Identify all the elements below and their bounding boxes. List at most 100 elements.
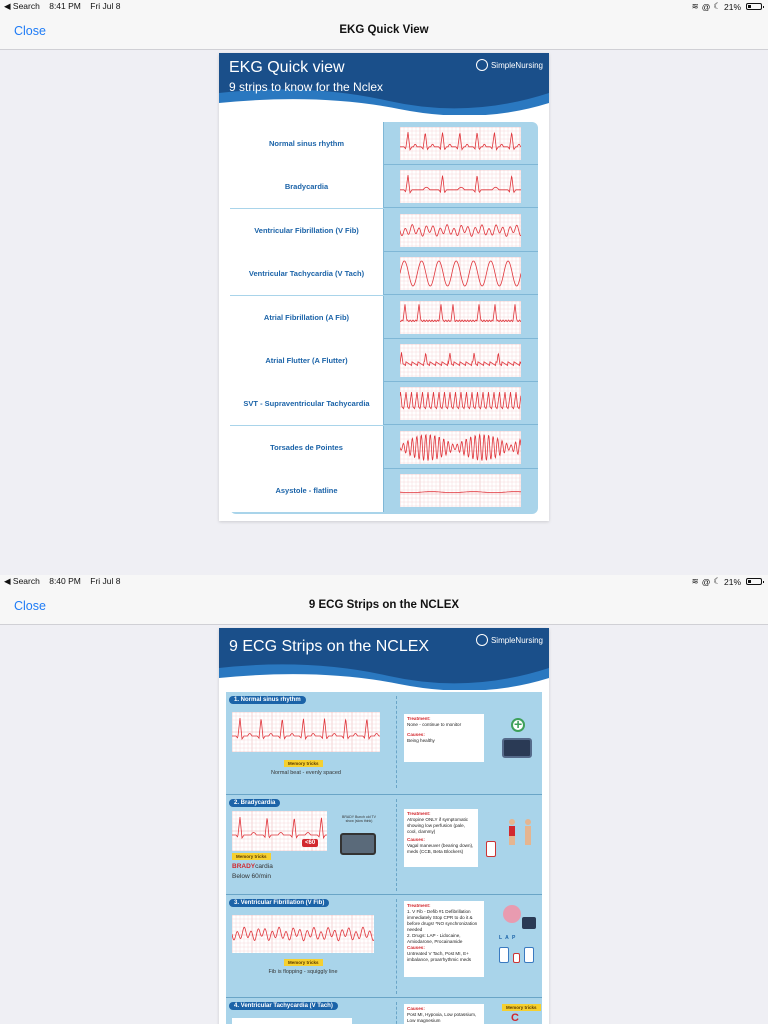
ecg-strip (231, 711, 381, 753)
back-to-search[interactable]: ◀ Search (4, 1, 40, 11)
ecg-strip (232, 1018, 352, 1024)
ecg-strip (400, 344, 521, 377)
status-date: Fri Jul 8 (90, 576, 121, 586)
screenshot-bottom: ◀ Search 8:40 PM Fri Jul 8 ≋ @ ☾ 21% Clo… (0, 575, 768, 1024)
memory-letter: C (511, 1012, 519, 1024)
causes-text: Post MI, Hypoxia, Low potassium, Low mag… (407, 1012, 477, 1023)
status-bar: ◀ Search 8:40 PM Fri Jul 8 ≋ @ ☾ 21% (0, 575, 768, 587)
ecg-trace (232, 717, 380, 741)
ecg-waveform (400, 430, 521, 464)
ecg-waveform (400, 300, 521, 334)
treatment-label: Treatment: (407, 903, 431, 908)
causes-box: Causes: Post MI, Hypoxia, Low potassium,… (404, 1004, 484, 1024)
ecg-waveform (231, 914, 375, 953)
ecg-trace (400, 131, 521, 151)
ecg-strip (400, 430, 521, 464)
ecg-waveform (400, 170, 521, 204)
rate-badge: <60 (302, 839, 319, 847)
strip-row: Torsades de Pointes (230, 425, 538, 469)
vial-icon (513, 953, 520, 963)
strip-name: Atrial Flutter (A Flutter) (230, 339, 384, 382)
treatment-text: None - continue to monitor (407, 722, 462, 727)
strip-name: Ventricular Fibrillation (V Fib) (230, 208, 384, 252)
section-vfib: 3. Ventricular Fibrillation (V Fib) Memo… (226, 895, 542, 998)
causes-label: Causes: (407, 945, 425, 950)
nav-bar: Close 9 ECG Strips on the NCLEX (0, 587, 768, 625)
causes-text: Vagal maneuver (bearing down), meds (CCB… (407, 843, 474, 854)
memory-tricks-badge: Memory tricks (284, 959, 323, 966)
ecg-waveform (400, 344, 521, 377)
strip-row: Normal sinus rhythm (230, 122, 538, 165)
ecg-trace (400, 175, 521, 195)
nav-title: EKG Quick View (339, 24, 429, 36)
causes-text: Untreated V Tach, Post MI, E+ imbalance,… (407, 951, 472, 962)
medical-cross-icon (511, 716, 525, 732)
moon-icon: ☾ (713, 1, 721, 11)
ecg-trace (400, 491, 521, 494)
header-wave (219, 89, 549, 115)
ecg-waveform (400, 387, 521, 421)
memory-caption: Normal beat - evenly spaced (270, 770, 341, 776)
battery-percent: 21% (723, 1, 741, 12)
strip-row: SVT - Supraventricular Tachycardia (230, 382, 538, 426)
lap-letters: L A P (499, 935, 517, 941)
ecg-strip (231, 810, 327, 852)
ecg-waveform (400, 257, 521, 291)
ecg-strip (400, 127, 521, 160)
treatment-box: Treatment: None - continue to monitor Ca… (404, 714, 484, 762)
brand: SimpleNursing (475, 634, 543, 646)
brand-name: SimpleNursing (490, 635, 543, 645)
memory-caption: BRADYcardia (232, 863, 273, 870)
ecg-trace (400, 260, 521, 287)
strip-name: Normal sinus rhythm (230, 122, 384, 165)
brand-logo-icon (475, 634, 488, 646)
status-time: 8:41 PM (49, 1, 81, 11)
causes-label: Causes: (407, 732, 425, 737)
section-vtach: 4. Ventricular Tachycardia (V Tach) Caus… (226, 998, 542, 1024)
memory-tricks-badge: Memory tricks (502, 1004, 541, 1011)
battery-icon (746, 3, 764, 10)
strip-name: Torsades de Pointes (230, 425, 384, 469)
status-time: 8:40 PM (49, 576, 81, 586)
ecg-trace (400, 433, 521, 461)
ecg-trace (231, 926, 375, 942)
strip-name: Ventricular Tachycardia (V Tach) (230, 252, 384, 296)
ecg-trace (232, 816, 327, 840)
memory-caption-2: Below 60/min (232, 873, 272, 880)
person-icon (525, 819, 531, 845)
ecg-strip (400, 170, 521, 204)
causes-label: Causes: (407, 1006, 425, 1011)
tv-caption: BRADY Bunch old TV show (slow think) (342, 815, 376, 823)
strip-row: Ventricular Fibrillation (V Fib) (230, 208, 538, 252)
status-bar: ◀ Search 8:41 PM Fri Jul 8 ≋ @ ☾ 21% (0, 0, 768, 12)
poster-header: 9 ECG Strips on the NCLEX SimpleNursing (219, 628, 549, 690)
close-button[interactable]: Close (14, 599, 46, 613)
treatment-label: Treatment: (407, 811, 431, 816)
strip-details: 1. Normal sinus rhythm Memory tricks Nor… (226, 692, 542, 1024)
brand-logo-icon (475, 59, 488, 71)
strip-row: Asystole - flatline (230, 469, 538, 513)
memory-caption: Fib is flopping - squiggly line (268, 969, 338, 975)
battery-icon (746, 578, 764, 585)
causes-label: Causes: (407, 837, 425, 842)
poster-subtitle: 9 strips to know for the Nclex (229, 80, 384, 94)
ekg-poster: EKG Quick view 9 strips to know for the … (219, 53, 549, 521)
divider (396, 696, 397, 788)
poster-title: EKG Quick view (229, 59, 345, 76)
strip-row: Atrial Flutter (A Flutter) (230, 339, 538, 382)
treatment-text: Atropine ONLY if symptomatic showing low… (407, 817, 469, 834)
status-date: Fri Jul 8 (90, 1, 121, 11)
close-button[interactable]: Close (14, 24, 46, 38)
section-pill: 1. Normal sinus rhythm (229, 696, 306, 704)
ecg-waveform (400, 127, 521, 160)
memory-tricks-badge: Memory tricks (232, 853, 271, 860)
strip-name: Bradycardia (230, 165, 384, 209)
defibrillator-icon (522, 917, 536, 929)
at-icon: @ (701, 576, 711, 587)
ecg-trace (400, 223, 521, 237)
section-pill: 4. Ventricular Tachycardia (V Tach) (229, 1002, 338, 1010)
back-to-search[interactable]: ◀ Search (4, 576, 40, 586)
header-wave (219, 664, 549, 690)
medicine-bottle-icon (486, 841, 496, 857)
